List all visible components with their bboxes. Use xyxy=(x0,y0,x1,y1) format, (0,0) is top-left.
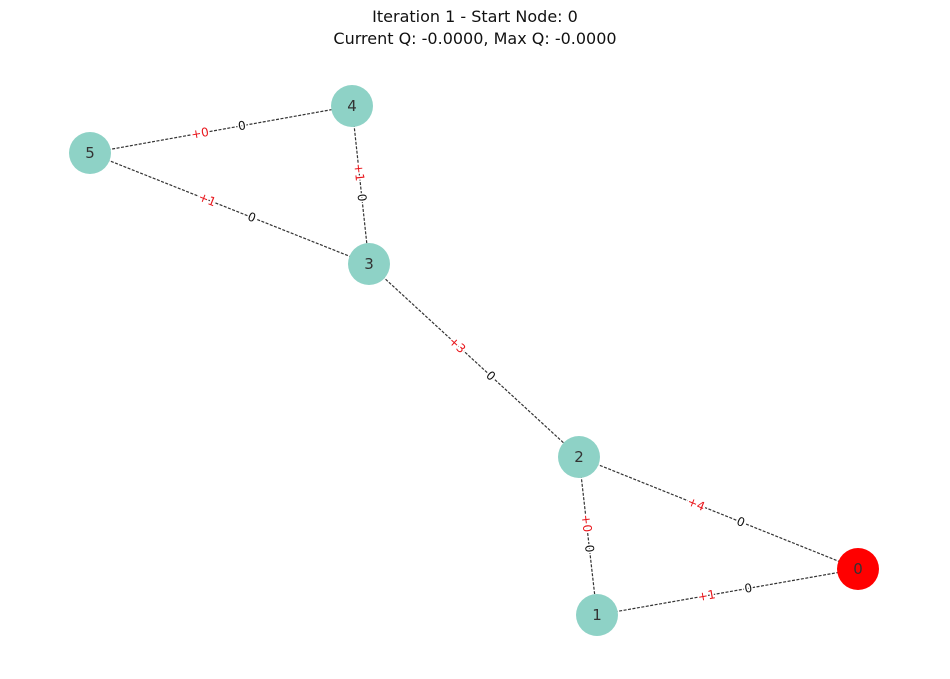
edge-weight-label: 0 xyxy=(582,544,597,553)
node-label: 0 xyxy=(853,560,863,578)
edge-weight-label: 0 xyxy=(237,118,247,133)
edges-layer xyxy=(89,105,859,616)
edge-delta-label: +0 xyxy=(579,514,595,533)
node-label: 5 xyxy=(85,144,95,162)
node-circle xyxy=(558,436,600,478)
edge-5-3 xyxy=(89,152,370,265)
edge-delta-label: +0 xyxy=(190,125,210,142)
node-circle xyxy=(576,594,618,636)
edge-2-0 xyxy=(578,456,859,570)
edge-5-4 xyxy=(89,105,353,154)
edge-weight-label: 0 xyxy=(354,193,369,202)
edge-weight-label: 0 xyxy=(735,514,747,530)
figure-title-line-2: Current Q: -0.0000, Max Q: -0.0000 xyxy=(333,29,617,48)
graph-node-5: 5 xyxy=(69,132,111,174)
edge-weight-label: 0 xyxy=(246,209,258,225)
graph-node-1: 1 xyxy=(576,594,618,636)
edge-delta-label: +4 xyxy=(685,494,707,514)
edge-4-3 xyxy=(351,105,370,265)
node-label: 4 xyxy=(347,97,357,115)
graph-node-2: 2 xyxy=(558,436,600,478)
edge-2-1 xyxy=(578,456,598,616)
graph-node-3: 3 xyxy=(348,243,390,285)
edge-1-0 xyxy=(596,568,859,616)
edge-delta-label: +1 xyxy=(196,190,218,210)
graph-node-4: 4 xyxy=(331,85,373,127)
edge-3-2 xyxy=(368,263,580,458)
figure-title-line-1: Iteration 1 - Start Node: 0 xyxy=(372,7,578,26)
edge-weight-label: 0 xyxy=(743,581,753,596)
edge-delta-label: +1 xyxy=(697,587,717,604)
node-circle xyxy=(331,85,373,127)
node-label: 1 xyxy=(592,606,602,624)
graph-node-0: 0 xyxy=(837,548,879,590)
node-circle xyxy=(69,132,111,174)
node-label: 2 xyxy=(574,448,584,466)
edge-delta-label: +1 xyxy=(351,163,367,182)
nodes-layer: 0 1 2 3 4 5 xyxy=(69,85,879,636)
node-circle xyxy=(348,243,390,285)
start-node-circle xyxy=(837,548,879,590)
node-label: 3 xyxy=(364,255,374,273)
